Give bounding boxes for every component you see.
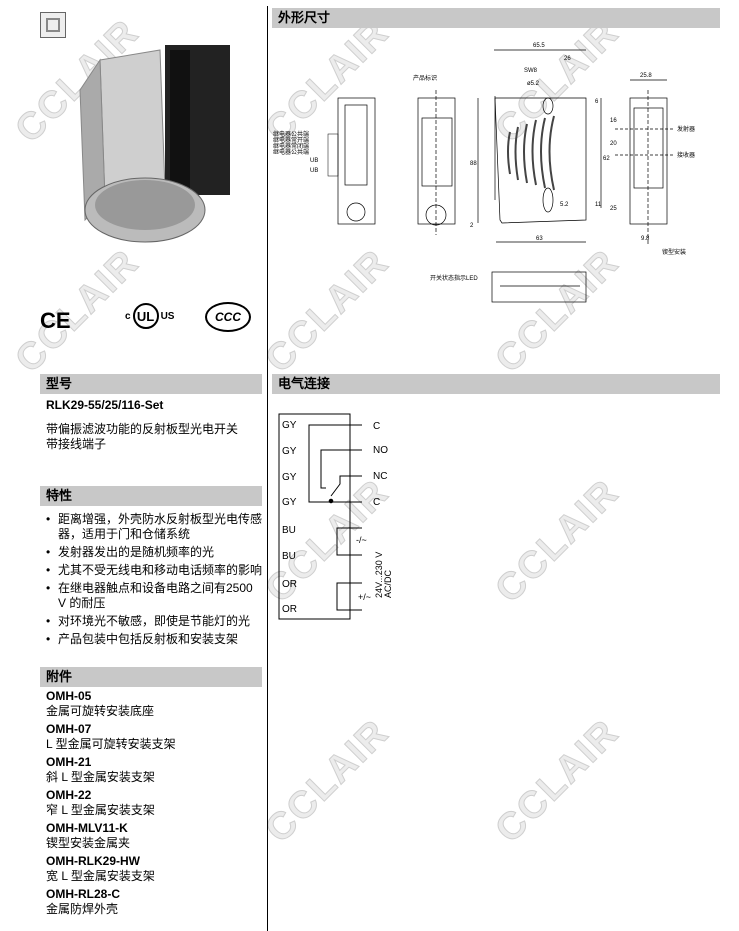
led-view <box>491 271 587 303</box>
svg-text:产品标识: 产品标识 <box>413 74 437 82</box>
svg-text:继电器常闭端: 继电器常闭端 <box>273 142 309 150</box>
svg-text:ø5.2: ø5.2 <box>527 81 540 87</box>
dimension-drawing: 继电器公共端 继电器常开端 继电器常闭端 继电器公共端 UB UB 产品标识 6… <box>273 43 695 303</box>
svg-text:SW8: SW8 <box>524 68 538 74</box>
svg-text:88: 88 <box>470 161 477 167</box>
accessory-code: OMH-MLV11-K <box>46 821 128 835</box>
section-electrical: 电气连接 <box>272 374 720 394</box>
svg-text:继电器常开端: 继电器常开端 <box>273 136 309 144</box>
ce-mark: CE <box>40 308 71 333</box>
accessory-desc: 锲型安装金属夹 <box>46 836 131 850</box>
model-name: RLK29-55/25/116-Set <box>46 398 164 412</box>
svg-text:6: 6 <box>595 99 599 105</box>
section-accessories: 附件 <box>40 667 262 687</box>
svg-text:26: 26 <box>564 56 571 62</box>
svg-text:锲型安装: 锲型安装 <box>662 248 686 256</box>
accessory-code: OMH-07 <box>46 722 92 736</box>
accessory-desc: 斜 L 型金属安装支架 <box>46 770 155 784</box>
svg-text:20: 20 <box>610 141 617 147</box>
model-desc-1: 带偏振滤波功能的反射板型光电开关 <box>46 422 239 436</box>
svg-text:C: C <box>373 421 380 432</box>
main-view <box>494 97 587 224</box>
features-list: 距离增强，外壳防水反射板型光电传感器，适用于门和仓储系统 发射器发出的是随机频率… <box>42 512 264 650</box>
ccc-mark: CCC <box>205 302 251 332</box>
svg-text:AC/DC: AC/DC <box>383 569 393 598</box>
wiring-diagram: GY GY GY GY BU BU OR OR C NO NC C -/~ +/… <box>278 413 393 620</box>
svg-text:65.5: 65.5 <box>533 43 545 49</box>
svg-text:OR: OR <box>282 604 297 615</box>
ul-mark: c UL US <box>125 303 174 329</box>
svg-text:+/~: +/~ <box>358 592 371 602</box>
svg-text:GY: GY <box>282 472 297 483</box>
svg-text:GY: GY <box>282 497 297 508</box>
feature-item: 距离增强，外壳防水反射板型光电传感器，适用于门和仓储系统 <box>42 512 264 542</box>
svg-text:2: 2 <box>470 223 474 229</box>
accessory-desc: L 型金属可旋转安装支架 <box>46 737 176 751</box>
svg-text:25: 25 <box>610 206 617 212</box>
sensor-type-icon <box>40 12 66 38</box>
accessory-code: OMH-05 <box>46 689 92 703</box>
svg-text:NC: NC <box>373 471 387 482</box>
section-features: 特性 <box>40 486 262 506</box>
feature-item: 发射器发出的是随机频率的光 <box>42 545 264 560</box>
svg-text:63: 63 <box>536 236 543 242</box>
watermark: CCLAIR <box>257 711 398 852</box>
svg-text:UB: UB <box>310 158 318 164</box>
svg-text:16: 16 <box>610 118 617 124</box>
product-image <box>79 45 230 243</box>
end-view <box>629 97 668 225</box>
section-model: 型号 <box>40 374 262 394</box>
svg-text:-/~: -/~ <box>356 535 367 545</box>
svg-text:11: 11 <box>595 202 602 208</box>
svg-text:24V...230 V: 24V...230 V <box>374 552 384 598</box>
accessory-code: OMH-RL28-C <box>46 887 120 901</box>
accessory-desc: 窄 L 型金属安装支架 <box>46 803 155 817</box>
watermark: CCLAIR <box>487 711 628 852</box>
svg-text:C: C <box>373 497 380 508</box>
model-desc-2: 带接线端子 <box>46 437 107 451</box>
svg-text:开关状态指示LED: 开关状态指示LED <box>430 274 478 282</box>
column-divider <box>267 6 268 931</box>
svg-text:继电器公共端: 继电器公共端 <box>273 130 309 138</box>
svg-text:发射器: 发射器 <box>677 125 695 133</box>
feature-item: 尤其不受无线电和移动电话频率的影响 <box>42 563 264 578</box>
svg-text:继电器公共端: 继电器公共端 <box>273 148 309 156</box>
svg-text:GY: GY <box>282 446 297 457</box>
watermark: CCLAIR <box>487 471 628 612</box>
svg-text:GY: GY <box>282 420 297 431</box>
feature-item: 对环境光不敏感，即使是节能灯的光 <box>42 614 264 629</box>
svg-text:OR: OR <box>282 579 297 590</box>
ul-us: US <box>160 310 175 322</box>
feature-item: 产品包装中包括反射板和安装支架 <box>42 632 264 647</box>
svg-text:接收器: 接收器 <box>677 151 695 159</box>
svg-text:NO: NO <box>373 445 388 456</box>
svg-text:25.8: 25.8 <box>640 73 652 79</box>
svg-text:62: 62 <box>603 156 610 162</box>
svg-text:9.8: 9.8 <box>641 236 650 242</box>
svg-text:BU: BU <box>282 551 296 562</box>
ul-logo: UL <box>132 303 159 329</box>
svg-text:BU: BU <box>282 525 296 536</box>
side-view <box>417 97 456 225</box>
front-view <box>337 97 376 225</box>
accessory-desc: 金属防焊外壳 <box>46 902 119 916</box>
ul-c: c <box>125 310 131 322</box>
svg-text:5.2: 5.2 <box>560 202 569 208</box>
accessory-desc: 宽 L 型金属安装支架 <box>46 869 155 883</box>
accessory-code: OMH-21 <box>46 755 92 769</box>
accessory-code: OMH-22 <box>46 788 92 802</box>
accessory-code: OMH-RLK29-HW <box>46 854 140 868</box>
feature-item: 在继电器触点和设备电路之间有2500 V 的耐压 <box>42 581 264 611</box>
accessory-desc: 金属可旋转安装底座 <box>46 704 155 718</box>
section-dimensions: 外形尺寸 <box>272 8 720 28</box>
accessories-list: OMH-05 金属可旋转安装底座 OMH-07 L 型金属可旋转安装支架 OMH… <box>46 686 176 917</box>
svg-text:UB: UB <box>310 168 318 174</box>
